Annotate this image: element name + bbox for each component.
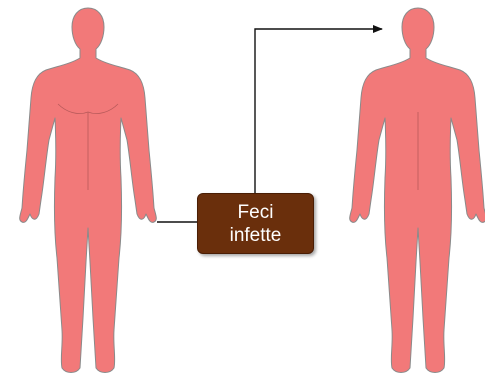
human-figure-source	[20, 8, 157, 373]
source-box-line1: Feci	[198, 201, 313, 224]
infected-feces-box: Feci infette	[197, 193, 314, 254]
human-figure-recipient	[350, 8, 485, 373]
source-box-line2: infette	[198, 224, 313, 247]
